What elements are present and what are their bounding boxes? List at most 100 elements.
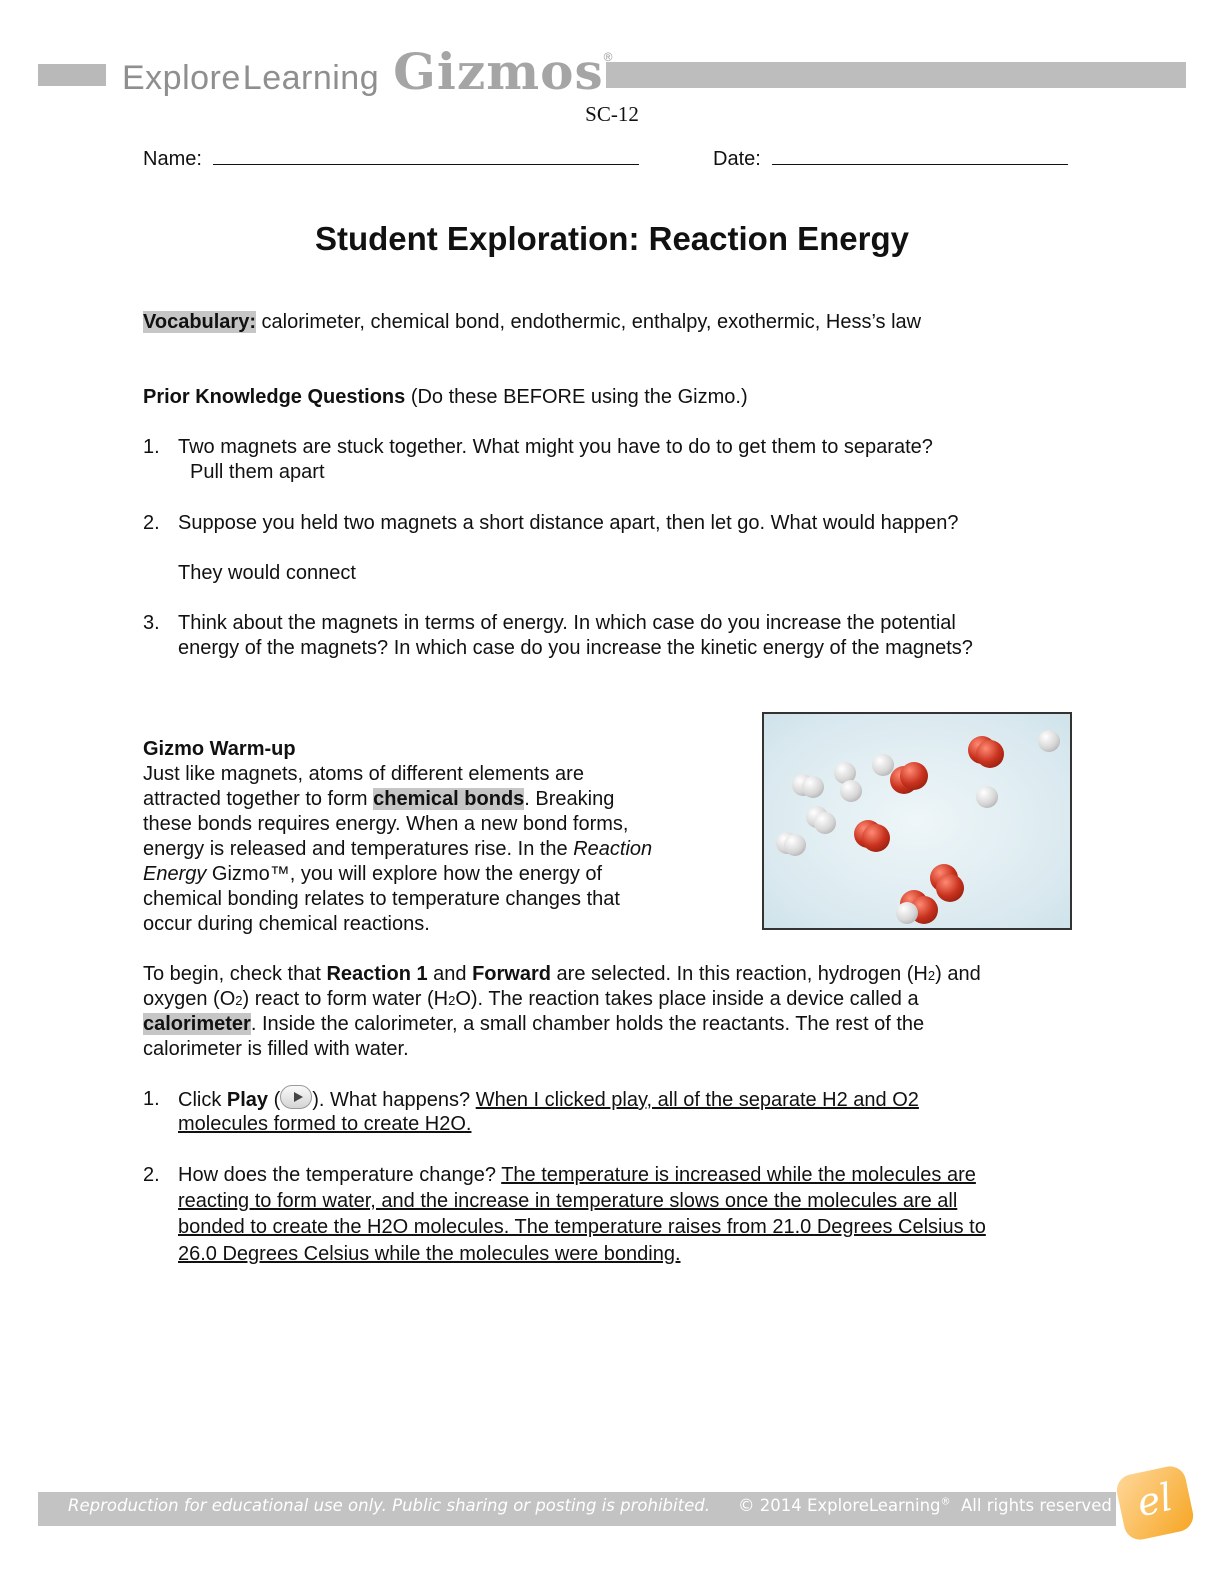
date-row: Date: bbox=[713, 145, 1069, 171]
q1-number: 1. bbox=[143, 1088, 160, 1110]
footer-copyright-text: © 2014 ExploreLearning bbox=[738, 1496, 941, 1515]
begin-line2-a: oxygen (O bbox=[143, 988, 236, 1010]
name-field[interactable] bbox=[213, 145, 640, 165]
q2-line1: How does the temperature change? The tem… bbox=[178, 1163, 976, 1188]
logo-learning: Learning bbox=[242, 59, 380, 97]
hydrogen-atom bbox=[834, 762, 856, 784]
hydrogen-atom bbox=[802, 776, 824, 798]
begin-line1-a: To begin, check that bbox=[143, 963, 327, 985]
hydrogen-atom bbox=[1038, 730, 1060, 752]
explorelearning-logo: Explore Learning Gizmos ® bbox=[122, 42, 612, 102]
warmup-line6: chemical bonding relates to temperature … bbox=[143, 888, 620, 910]
date-label: Date: bbox=[713, 148, 761, 170]
page-title: Student Exploration: Reaction Energy bbox=[314, 220, 910, 257]
play-icon bbox=[280, 1085, 313, 1109]
q1-line1: Click Play ( ). What happens? When I clic… bbox=[178, 1085, 919, 1113]
begin-line1: To begin, check that Reaction 1 and Forw… bbox=[143, 962, 981, 988]
prior-q1-number: 1. bbox=[143, 436, 160, 458]
subscript: 2 bbox=[927, 968, 936, 983]
name-label: Name: bbox=[143, 148, 202, 170]
q2-answer-line3[interactable]: bonded to create the H2O molecules. The … bbox=[178, 1216, 986, 1238]
q2-answer-line4[interactable]: 26.0 Degrees Celsius while the molecules… bbox=[178, 1243, 681, 1265]
oxygen-atom bbox=[900, 762, 928, 790]
logo-explore: Explore bbox=[122, 59, 241, 97]
q1-d: ). What happens? bbox=[312, 1089, 476, 1111]
oxygen-atom bbox=[936, 874, 964, 902]
hydrogen-atom bbox=[840, 780, 862, 802]
subscript: 2 bbox=[235, 993, 243, 1008]
warmup-line5-b: Gizmo™, you will explore how the energy … bbox=[206, 863, 603, 885]
footer-bar bbox=[38, 1492, 1116, 1526]
footer-rights: All rights reserved bbox=[950, 1496, 1112, 1515]
q2-a: How does the temperature change? bbox=[178, 1164, 502, 1186]
hydrogen-atom bbox=[896, 902, 918, 924]
hydrogen-atom bbox=[784, 834, 806, 856]
hydrogen-atom bbox=[872, 754, 894, 776]
begin-line2-c: O). The reaction takes place inside a de… bbox=[455, 988, 919, 1010]
hydrogen-atom bbox=[976, 786, 998, 808]
reaction-simulation-image bbox=[762, 712, 1072, 930]
reaction-1-term: Reaction 1 bbox=[326, 963, 428, 985]
q2-number: 2. bbox=[143, 1164, 160, 1186]
header-bar-left bbox=[38, 64, 106, 86]
begin-line3-b: . Inside the calorimeter, a small chambe… bbox=[250, 1013, 925, 1035]
oxygen-atom bbox=[862, 824, 890, 852]
prior-note: (Do these BEFORE using the Gizmo.) bbox=[405, 386, 748, 408]
date-field[interactable] bbox=[772, 145, 1069, 165]
vocabulary-line: Vocabulary: calorimeter, chemical bond, … bbox=[143, 310, 921, 335]
calorimeter-term: calorimeter bbox=[143, 1013, 251, 1035]
header-bar-right bbox=[606, 62, 1186, 88]
prior-q2-number: 2. bbox=[143, 512, 160, 534]
warmup-line5: Energy Gizmo™, you will explore how the … bbox=[143, 862, 602, 887]
prior-heading-text: Prior Knowledge Questions bbox=[143, 386, 406, 408]
prior-q3-line2: energy of the magnets? In which case do … bbox=[178, 637, 973, 659]
logo-registered: ® bbox=[603, 50, 613, 64]
q1-answer-line1[interactable]: When I clicked play, all of the separate… bbox=[475, 1089, 919, 1111]
warmup-line5-italic: Energy bbox=[143, 863, 207, 885]
warmup-line7: occur during chemical reactions. bbox=[143, 913, 430, 935]
prior-a1-text[interactable]: Pull them apart bbox=[190, 461, 325, 483]
subscript: 2 bbox=[448, 993, 456, 1008]
begin-line1-e: ) and bbox=[935, 963, 981, 985]
warmup-line4-a: energy is released and temperatures rise… bbox=[143, 838, 574, 860]
footer-copyright: © 2014 ExploreLearning® All rights reser… bbox=[738, 1496, 1112, 1515]
prior-a2-text[interactable]: They would connect bbox=[178, 562, 356, 584]
q2-answer-line2[interactable]: reacting to form water, and the increase… bbox=[178, 1190, 958, 1212]
oxygen-atom bbox=[976, 740, 1004, 768]
footer-registered: ® bbox=[940, 1496, 951, 1508]
logo-gizmos: Gizmos bbox=[393, 42, 604, 101]
begin-line4: calorimeter is filled with water. bbox=[143, 1038, 409, 1060]
prior-q3-line1: Think about the magnets in terms of ener… bbox=[178, 612, 956, 634]
prior-q2-text: Suppose you held two magnets a short dis… bbox=[178, 512, 959, 534]
begin-line3: calorimeter. Inside the calorimeter, a s… bbox=[143, 1012, 924, 1037]
hydrogen-atom bbox=[814, 812, 836, 834]
play-term: Play bbox=[226, 1089, 269, 1111]
begin-line2: oxygen (O2) react to form water (H2O). T… bbox=[143, 987, 919, 1013]
forward-term: Forward bbox=[472, 963, 551, 985]
warmup-line4-italic: Reaction bbox=[573, 838, 653, 860]
warmup-line1: Just like magnets, atoms of different el… bbox=[143, 763, 584, 785]
q1-c: ( bbox=[268, 1089, 281, 1111]
vocabulary-label: Vocabulary: bbox=[143, 311, 256, 333]
warmup-line2: attracted together to form chemical bond… bbox=[143, 787, 614, 812]
warmup-line4: energy is released and temperatures rise… bbox=[143, 837, 652, 862]
prior-q3-number: 3. bbox=[143, 612, 160, 634]
warmup-line3: these bonds requires energy. When a new … bbox=[143, 813, 629, 835]
chemical-bonds-term: chemical bonds bbox=[373, 788, 525, 810]
prior-q1-text: Two magnets are stuck together. What mig… bbox=[178, 436, 933, 458]
prior-knowledge-heading: Prior Knowledge Questions (Do these BEFO… bbox=[143, 385, 748, 410]
warmup-heading: Gizmo Warm-up bbox=[143, 738, 296, 760]
explorelearning-el-logo: el bbox=[1113, 1463, 1197, 1543]
warmup-line2-a: attracted together to form bbox=[143, 788, 374, 810]
q1-answer-line2[interactable]: molecules formed to create H2O. bbox=[178, 1113, 472, 1135]
begin-line1-d: are selected. In this reaction, hydrogen… bbox=[551, 963, 928, 985]
footer-disclaimer: Reproduction for educational use only. P… bbox=[68, 1496, 710, 1515]
vocabulary-text: calorimeter, chemical bond, endothermic,… bbox=[256, 311, 922, 333]
begin-line2-b: ) react to form water (H bbox=[242, 988, 449, 1010]
name-row: Name: bbox=[143, 145, 640, 171]
q2-answer-line1[interactable]: The temperature is increased while the m… bbox=[501, 1164, 976, 1186]
logo-letters: el bbox=[1133, 1474, 1177, 1526]
course-code: SC-12 bbox=[585, 102, 639, 126]
q1-a: Click bbox=[178, 1089, 227, 1111]
warmup-line2-b: . Breaking bbox=[524, 788, 615, 810]
